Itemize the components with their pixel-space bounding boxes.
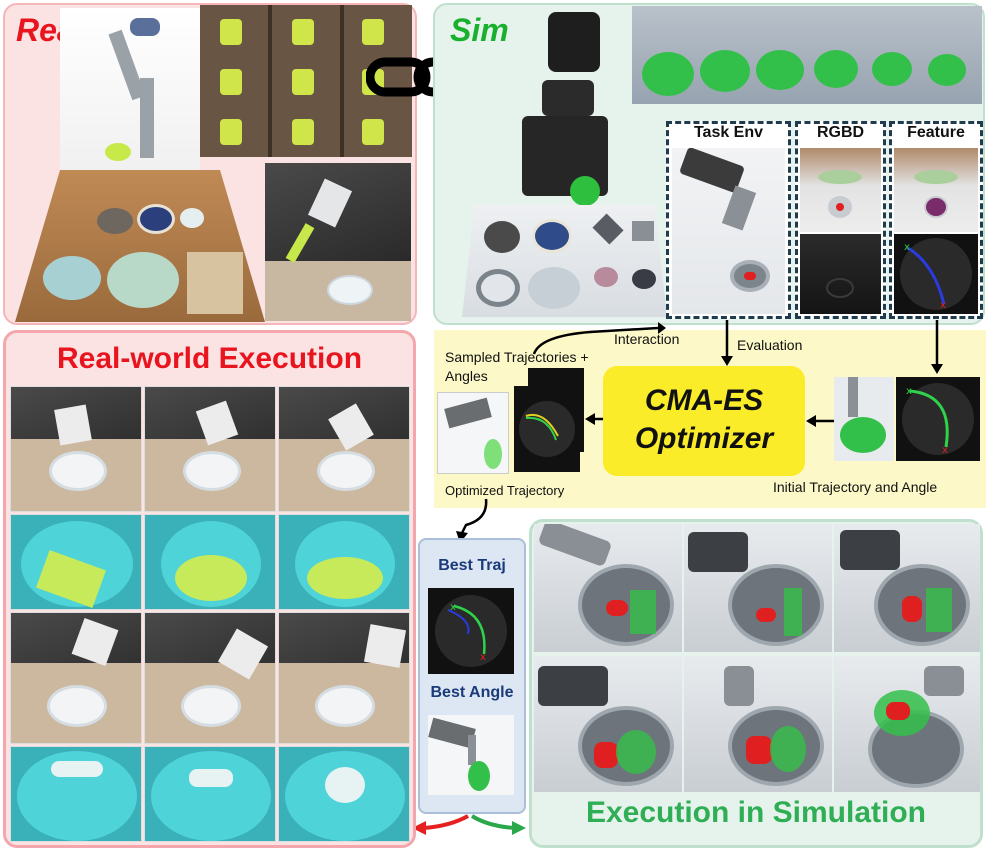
svg-text:x: x [450,602,456,613]
real-exec-frame-r2c1 [10,514,142,610]
real-exec-frame-r1c1 [10,386,142,512]
best-traj-plot: x x [428,588,514,674]
feature-down-arrow [931,320,943,374]
svg-text:x: x [942,445,948,456]
rgbd-header: RGBD [816,124,865,141]
real-exec-frame-r2c2 [144,514,276,610]
sim-title: Sim [450,12,509,48]
svg-text:x: x [904,242,910,253]
sampled-angles-label: Angles [445,368,488,384]
optimized-trajectory-label: Optimized Trajectory [445,483,565,498]
real-exec-frame-r3c3 [278,612,410,744]
sim-exec-frame-r2c2 [684,656,832,792]
sampled-traj-plot [514,386,580,472]
real-robot-photo [60,8,200,178]
svg-text:x: x [906,386,912,397]
evaluation-arrow [721,320,733,366]
rgbd-depth-image [800,234,881,314]
real-camera-grid [200,5,412,157]
real-bowls-table [15,170,265,322]
sim-exec-frame-r2c1 [534,656,682,792]
optimized-to-best-arrow [456,498,488,543]
sim-exec-frame-r1c2 [684,524,832,652]
cma-es-optimizer-box [603,366,805,476]
best-traj-header: Best Traj [438,557,506,574]
rgbd-rgb-image [800,148,881,232]
svg-text:x: x [480,652,486,663]
initial-trajectory-label: Initial Trajectory and Angle [773,479,938,495]
sim-robot-render [508,6,638,210]
sim-scoop-sequence [632,6,982,104]
real-exec-frame-r4c2 [144,746,276,842]
real-exec-frame-r1c3 [278,386,410,512]
real-sim-split-arrows [412,814,526,835]
task-env-header: Task Env [693,124,764,141]
execution-in-simulation-title: Execution in Simulation [585,796,927,829]
best-angle-image [428,715,514,795]
sim-bowls [462,205,667,317]
feature-rgb-image [894,148,978,232]
best-angle-header: Best Angle [430,684,514,701]
real-pouring-photo [265,163,411,321]
real-exec-frame-r4c3 [278,746,410,842]
svg-text:x: x [940,300,946,311]
feature-trajectory-plot: x x [894,234,978,314]
initial-to-optimizer-arrow [806,415,834,427]
sim-exec-frame-r2c3 [834,656,980,792]
sim-exec-frame-r1c1 [534,524,682,652]
sampled-trajectories-label: Sampled Trajectories + [445,349,589,365]
interaction-arrow [532,322,666,355]
initial-gripper-image [834,377,894,461]
optimizer-title-line1: CMA-ES [644,384,764,417]
real-exec-frame-r3c1 [10,612,142,744]
real-exec-frame-r1c2 [144,386,276,512]
real-world-execution-title: Real-world Execution [56,342,363,375]
real-exec-frame-r3c2 [144,612,276,744]
optimizer-title-line2: Optimizer [634,422,774,455]
real-exec-frame-r4c1 [10,746,142,842]
evaluation-label: Evaluation [737,337,803,353]
sim-exec-frame-r1c3 [834,524,980,652]
task-env-render [672,148,785,314]
interaction-label: Interaction [614,331,680,347]
initial-trajectory-plot: x x [896,377,980,461]
real-exec-frame-r2c3 [278,514,410,610]
sampled-gripper-image [437,392,509,474]
feature-header: Feature [907,124,965,141]
